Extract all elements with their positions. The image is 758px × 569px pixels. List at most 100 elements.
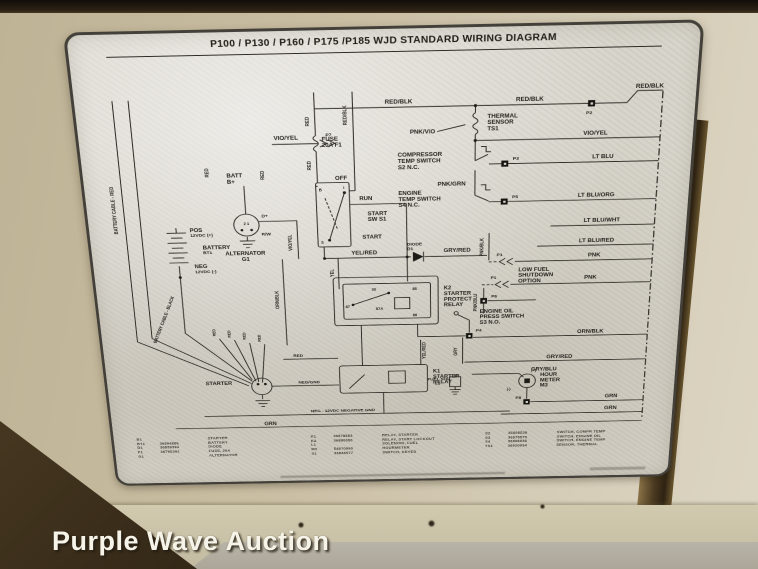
label-red-5: RED	[211, 329, 216, 336]
label-k2-1: K2	[444, 285, 452, 291]
k1-relay-coil	[389, 371, 406, 383]
k1-relay-box	[339, 364, 427, 393]
label-lt-blu-wht: LT BLU/WHT	[583, 217, 620, 224]
diode-symbol	[412, 251, 424, 262]
label-low-fuel-3: OPTION	[518, 278, 541, 284]
wires	[111, 85, 663, 429]
label-eng-temp-1: ENGINE	[398, 190, 421, 196]
label-run: RUN	[359, 196, 373, 202]
label-vio-yel-right: VIO/YEL	[583, 130, 608, 137]
label-hour-meter-2: METER	[540, 377, 561, 383]
label-battery-cable-black: BATTERY CABLE - BLACK	[153, 295, 176, 344]
label-yel-red: YEL/RED	[351, 250, 378, 256]
label-s-term: S	[321, 240, 324, 244]
label-pnk-blk: PNK/BLK	[479, 238, 485, 257]
legend-cell: SENSOR, THERMAL	[556, 442, 598, 447]
key-switch-arm	[328, 193, 346, 241]
fuel-sol-ground	[450, 390, 461, 395]
label-pnk-1: PNK	[588, 252, 601, 258]
label-battery-pos-1: POS	[189, 228, 202, 234]
label-grn-3: GRN	[264, 421, 277, 426]
label-pnk-vio: PNK/VIO	[410, 129, 436, 136]
label-grn-1: GRN	[605, 393, 618, 399]
legend-cell: TS1	[485, 444, 493, 449]
label-k1-1: K1	[433, 369, 441, 375]
p1-connector-chevrons	[495, 258, 513, 288]
label-t30: 30	[371, 288, 376, 292]
label-p8: P8	[516, 396, 522, 401]
k1-relay-contact	[349, 375, 365, 389]
starter-ground	[255, 395, 270, 407]
oil-switch-contact	[454, 311, 458, 315]
label-starter: STARTER	[205, 381, 232, 387]
label-rw: R/W	[261, 232, 271, 237]
label-orn-blk-vert: ORN/BLK	[275, 290, 282, 309]
label-thermal-3: TS1	[487, 126, 499, 133]
label-oil-sw-2: PRESS SWITCH	[480, 314, 525, 320]
wire-labels: RED/BLK RED/BLK RED/BLK P2 VIO/YEL THERM…	[109, 83, 664, 427]
k2-relay-contact	[353, 293, 389, 305]
footnote-smudge	[280, 471, 505, 478]
label-t85: 85	[412, 287, 417, 291]
wiring-diagram-decal: P100 / P130 / P160 / P175 /P185 WJD STAN…	[62, 19, 705, 486]
label-k1-3: RELAY	[433, 379, 452, 385]
label-diode-1: DIODE	[407, 242, 423, 247]
label-p3: P3	[513, 156, 519, 161]
label-diode-2: D1	[407, 247, 413, 252]
part-number-smudge	[589, 466, 646, 471]
label-vio-yel-vert: VIO/YEL	[288, 234, 295, 250]
label-eng-temp-3: S4 N.C.	[399, 202, 421, 208]
label-p7: P7	[325, 133, 332, 138]
label-neg-bus: NEG - 12VDC NEGATIVE GND	[311, 408, 376, 414]
label-battery-pos-2: 12VDC (+)	[190, 233, 214, 238]
label-red-7: RED	[241, 332, 246, 339]
battery-symbol	[167, 233, 189, 263]
label-battery-2: BT1	[203, 251, 213, 256]
legend-cell: G1	[138, 454, 145, 459]
label-thermal-2: SENSOR	[487, 119, 514, 126]
label-eng-temp-2: TEMP SWITCH	[398, 196, 441, 203]
label-thermal-1: THERMAL	[487, 113, 518, 120]
label-red-1: RED	[204, 168, 211, 178]
label-red-blk-vert: RED/BLK	[342, 105, 349, 125]
label-yel-red-vert: YEL/RED	[422, 342, 428, 359]
label-p1-1: P1	[497, 253, 503, 258]
label-comp-sw-2: TEMP SWITCH	[398, 158, 441, 165]
legend-cell: S1	[311, 451, 317, 456]
label-t87a: 87A	[376, 307, 384, 311]
label-fuel-sol-1: FUEL SOL	[427, 377, 450, 382]
dirt-speck	[428, 520, 435, 527]
label-orn-blk: ORN/BLK	[577, 329, 604, 335]
legend-cell: 36920934	[507, 443, 528, 448]
connector-squares	[465, 100, 596, 405]
label-red-blk-2: RED/BLK	[516, 96, 545, 103]
label-pnk-2: PNK	[584, 275, 597, 281]
label-alt-nums: 2 1	[243, 222, 250, 226]
legend-cell: 36846577	[333, 450, 354, 455]
label-p1-2: P1	[490, 276, 496, 281]
label-red-8: RED	[257, 335, 262, 342]
dirt-speck	[540, 504, 545, 509]
machine-top-edge	[0, 0, 758, 13]
label-pnk-blu: PNK/BLU	[473, 293, 479, 311]
label-p5: P5	[512, 194, 518, 199]
thermal-sensor-symbol	[473, 113, 478, 135]
label-lt-blu-org: LT BLU/ORG	[578, 192, 615, 199]
label-p4: P4	[476, 329, 482, 334]
label-gry-red-1: GRY/RED	[444, 247, 471, 253]
label-oil-sw-1: ENGINE OIL	[480, 308, 514, 314]
label-batt-b-2: B+	[227, 179, 236, 185]
label-yel: YEL	[330, 269, 336, 277]
label-i-term: I	[343, 186, 344, 190]
panel-bottom-strip	[190, 542, 758, 569]
label-gry: GRY	[453, 347, 459, 356]
label-battery-neg-1: NEG	[194, 264, 208, 270]
legend-cell: SWITCH, KEYED	[382, 449, 417, 455]
label-hour-meter-1: HOUR	[540, 372, 558, 378]
watermark-text: Purple Wave Auction	[52, 526, 330, 556]
k2-relay-coil	[395, 297, 410, 308]
label-fuel-sol-2: L1	[435, 382, 441, 387]
label-low-fuel-2: SHUTDOWN	[518, 272, 554, 278]
label-oil-sw-3: S3 N.O.	[480, 320, 501, 326]
